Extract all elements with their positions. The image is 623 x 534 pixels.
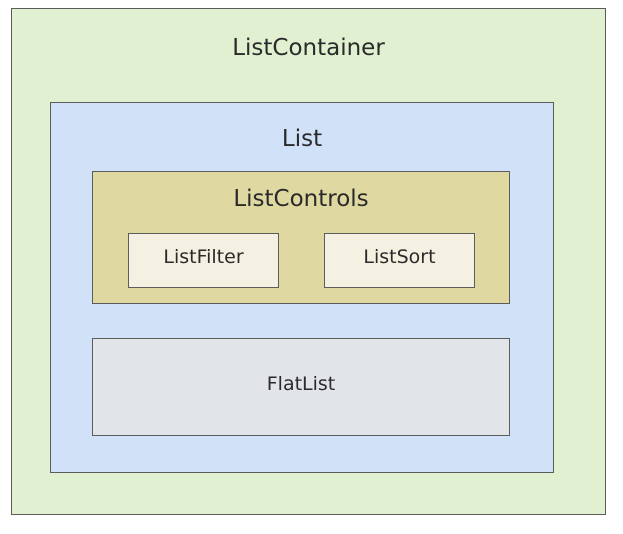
flat-list-label: FlatList [266,373,336,395]
list-controls-label: ListControls [233,186,369,212]
list-container-label: ListContainer [232,35,385,61]
list-label: List [281,126,323,152]
list-sort-box: ListSort [324,233,475,288]
list-filter-label: ListFilter [163,246,244,268]
flat-list-box: FlatList [92,338,510,436]
list-sort-label: ListSort [363,246,436,268]
list-filter-box: ListFilter [128,233,279,288]
